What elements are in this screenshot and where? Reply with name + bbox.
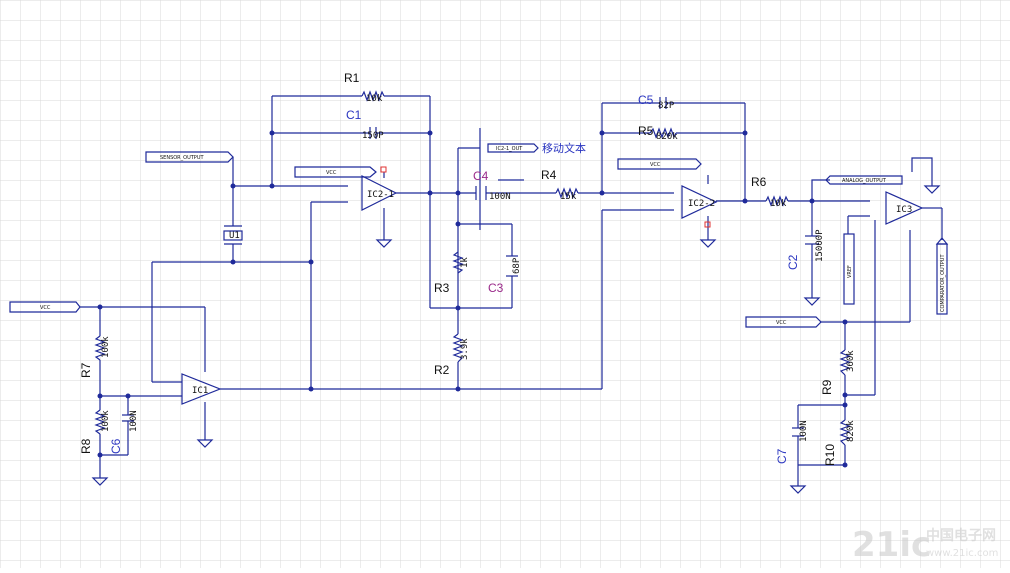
- ic2-1-out-text: IC2-1_OUT: [496, 146, 523, 152]
- ic2-2-triangle: [681, 185, 718, 219]
- junctions: [97, 130, 848, 468]
- wires: [80, 95, 943, 486]
- capacitor-symbols: [122, 97, 819, 437]
- r4-ref: R4: [541, 168, 557, 182]
- ic2-1-out-flag: [487, 143, 539, 153]
- ic3-label: IC3: [896, 205, 912, 215]
- r9-ref: R9: [820, 379, 834, 395]
- c5-ref: C5: [638, 93, 654, 107]
- r7-value: 100k: [101, 336, 111, 358]
- r1-symbol: [361, 90, 385, 102]
- vcc-flag-ic3: [745, 316, 822, 328]
- sensor-output-text: SENSOR_OUTPUT: [160, 155, 204, 161]
- ic1-label: IC1: [192, 386, 208, 396]
- r7-symbol: [94, 335, 106, 361]
- vcc-ic2-1-text: VCC: [326, 170, 337, 176]
- c3-ref: C3: [488, 281, 504, 295]
- r8-value: 100k: [101, 410, 111, 432]
- u1-ref: U1: [229, 231, 240, 241]
- ground-icon: [375, 239, 393, 248]
- svg-text:21ic: 21ic: [852, 525, 931, 565]
- analog-output-flag: [825, 175, 903, 185]
- ground-symbols: [91, 185, 941, 494]
- sensor-output-flag: [145, 151, 234, 163]
- vref-flag: [843, 233, 855, 305]
- ground-icon: [803, 297, 821, 306]
- comparator-output-text: COMPARATOR_OUTPUT: [940, 254, 946, 312]
- r6-ref: R6: [751, 175, 767, 189]
- ic1-triangle: [181, 373, 222, 405]
- c6-value: 100N: [129, 410, 139, 432]
- ground-icon: [699, 239, 717, 248]
- c6-ref: C6: [109, 438, 123, 454]
- c1-ref: C1: [346, 108, 362, 122]
- svg-text:www.21ic.com: www.21ic.com: [926, 548, 998, 559]
- r4-symbol: [555, 187, 579, 199]
- svg-text:中国电子网: 中国电子网: [926, 527, 996, 544]
- r10-symbol: [839, 419, 851, 446]
- r2-ref: R2: [434, 363, 450, 377]
- r2-symbol: [452, 333, 464, 363]
- r9-value: 360k: [846, 350, 856, 372]
- r5-value: 820k: [656, 132, 678, 142]
- u1-sensor: [223, 225, 243, 248]
- vcc-left-text: VCC: [40, 305, 51, 311]
- r6-symbol: [765, 195, 789, 207]
- ic2-1-label: IC2-1: [367, 190, 394, 200]
- r4-value: 15k: [560, 192, 577, 202]
- r3-symbol: [452, 251, 464, 274]
- opamp-symbols: [181, 166, 935, 405]
- c2-ref: C2: [786, 254, 800, 270]
- r7-ref: R7: [79, 362, 93, 378]
- ground-icon: [91, 477, 109, 486]
- ic3-triangle: [885, 191, 924, 225]
- r1-ref: R1: [344, 71, 360, 85]
- vcc-flag-ic2-1: [294, 166, 377, 178]
- c4-ref: C4: [473, 169, 489, 183]
- vcc-flag-ic2-2: [617, 158, 702, 170]
- c7-ref: C7: [775, 448, 789, 464]
- r5-ref: R5: [638, 124, 654, 138]
- analog-output-text: ANALOG_OUTPUT: [842, 178, 887, 184]
- c5-value: 82P: [658, 101, 675, 111]
- c3-value: 68P: [512, 257, 522, 274]
- r8-symbol: [94, 409, 106, 435]
- c2-value: 15000P: [815, 229, 825, 262]
- r8-ref: R8: [79, 438, 93, 454]
- vcc-ic3-text: VCC: [776, 320, 787, 326]
- vref-text: VREF: [847, 265, 853, 278]
- r1-value: 10k: [366, 94, 383, 104]
- r10-ref: R10: [823, 444, 837, 466]
- c7-value: 100N: [799, 420, 809, 442]
- r10-value: 820k: [846, 420, 856, 442]
- r9-symbol: [839, 349, 851, 376]
- resistor-symbols: [94, 90, 851, 446]
- c1-value: 150P: [362, 131, 384, 141]
- watermark-logo: 21ic 中国电子网 www.21ic.com: [852, 525, 998, 565]
- r2-value: 3.9k: [460, 338, 470, 360]
- vcc-flag-left: [9, 301, 81, 313]
- c4-value: 100N: [489, 192, 511, 202]
- ic2-2-label: IC2-2: [688, 199, 715, 209]
- floating-text[interactable]: 移动文本: [542, 141, 586, 155]
- r6-value: 10k: [770, 199, 787, 209]
- ic2-1-triangle: [361, 175, 398, 211]
- r5-symbol: [649, 127, 677, 139]
- r3-value: 1k: [460, 257, 470, 268]
- ground-icon: [923, 185, 941, 194]
- vcc-ic2-2-text: VCC: [650, 162, 661, 168]
- r3-ref: R3: [434, 281, 450, 295]
- ground-icon: [789, 485, 807, 494]
- ground-icon: [196, 439, 214, 448]
- port-flags: [9, 143, 949, 328]
- labels: R1 10k C1 150P C4 100N R4 15k R3 1k C3 6…: [40, 71, 946, 466]
